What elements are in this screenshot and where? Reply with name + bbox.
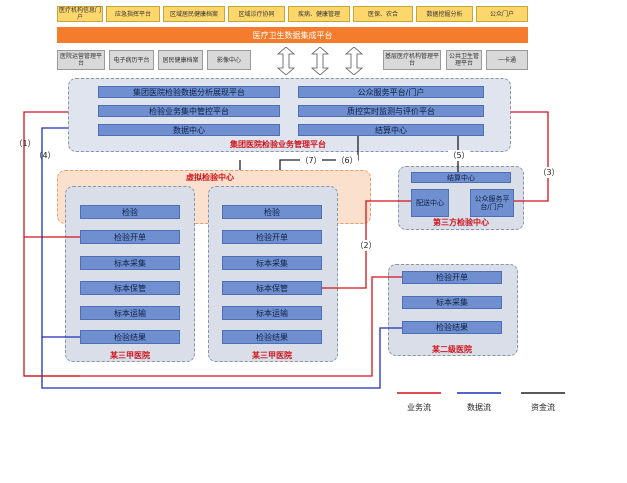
second-level-order: 检验开单: [402, 271, 502, 284]
blue-flow-result: [41, 327, 402, 389]
flow-number-6: （6）: [336, 155, 358, 166]
up-down-arrow-icon: [310, 47, 330, 75]
hospital2-result: 检验结果: [222, 330, 322, 344]
gray-box-resident-records: 居民健康档案: [158, 50, 203, 70]
hospital2-storage: 标本保管: [222, 281, 322, 295]
hospital1-label: 某三甲医院: [110, 350, 150, 360]
third-party-public: 公众服务平台/门户: [470, 189, 514, 217]
virtual-center-label: 虚拟检验中心: [186, 172, 234, 182]
red-flow-second-level: [24, 276, 402, 377]
top-box-public-portal: 公众门户: [476, 6, 528, 22]
hospital1-result: 检验结果: [80, 330, 180, 344]
flow-number-1: （1）: [14, 139, 36, 148]
hospital1-collection: 标本采集: [80, 256, 180, 270]
hospital2-transport: 标本运输: [222, 306, 322, 320]
hospital1-test: 检验: [80, 205, 180, 219]
legend-funds: 资金流: [531, 403, 555, 412]
top-box-data-mining: 数据挖掘分析: [416, 6, 473, 22]
hospital2-collection: 标本采集: [222, 256, 322, 270]
hospital2-test: 检验: [222, 205, 322, 219]
third-party-settlement: 结算中心: [411, 172, 511, 183]
up-down-arrow-icon: [276, 47, 296, 75]
gray-box-operations: 医院运营管理平台: [57, 50, 105, 70]
analysis-platform: 集团医院检验数据分析展现平台: [98, 86, 280, 98]
flow-number-4: （4）: [34, 151, 56, 160]
control-platform: 检验业务集中管控平台: [98, 105, 280, 117]
top-box-disease-management: 疾病、健康管理: [288, 6, 350, 22]
gray-box-primary-care: 基层医疗机构管理平台: [383, 50, 441, 70]
flow-number-5: （5）: [448, 150, 470, 161]
flow-number-7: （7）: [300, 155, 322, 166]
hospital2-order: 检验开单: [222, 230, 322, 244]
settlement-center: 结算中心: [298, 124, 484, 136]
second-level-result: 检验结果: [402, 321, 502, 334]
top-box-health-records: 区域居民健康档案: [163, 6, 225, 22]
quality-control-platform: 质控实时监测与评价平台: [298, 105, 484, 117]
gray-box-emr: 电子病历平台: [109, 50, 154, 70]
top-box-insurance: 医保、农合: [353, 6, 413, 22]
gray-box-one-card: 一卡通: [486, 50, 528, 70]
gray-box-public-health: 公共卫生管理平台: [446, 50, 482, 70]
blue-flow-4: [41, 127, 80, 338]
public-service-portal: 公众服务平台/门户: [298, 86, 484, 98]
second-level-label: 某二级医院: [432, 344, 472, 354]
third-party-delivery: 配送中心: [411, 189, 449, 217]
flow-number-2: （2）: [355, 240, 377, 251]
gray-box-imaging: 影像中心: [207, 50, 251, 70]
third-party-label: 第三方检验中心: [433, 217, 489, 227]
hospital1-order: 检验开单: [80, 230, 180, 244]
integration-platform-bar: 医疗卫生数据集成平台: [57, 27, 528, 43]
red-flow-3: [511, 111, 549, 202]
group-platform-label: 集团医院检验业务管理平台: [230, 139, 326, 149]
legend-business: 业务流: [407, 403, 431, 412]
up-down-arrow-icon: [344, 47, 364, 75]
legend-data: 数据流: [467, 403, 491, 412]
flow-number-3: （3）: [538, 167, 560, 178]
legend-lines: [397, 392, 565, 394]
hospital1-transport: 标本运输: [80, 306, 180, 320]
data-center: 数据中心: [98, 124, 280, 136]
hospital2-label: 某三甲医院: [252, 350, 292, 360]
top-box-regional-care: 区域诊疗协同: [228, 6, 285, 22]
top-box-emergency: 应急指挥平台: [106, 6, 160, 22]
second-level-collection: 标本采集: [402, 296, 502, 309]
double-arrows: [276, 47, 364, 75]
top-box-medical-portal: 医疗机构信息门户: [57, 6, 103, 22]
hospital1-storage: 标本保管: [80, 281, 180, 295]
